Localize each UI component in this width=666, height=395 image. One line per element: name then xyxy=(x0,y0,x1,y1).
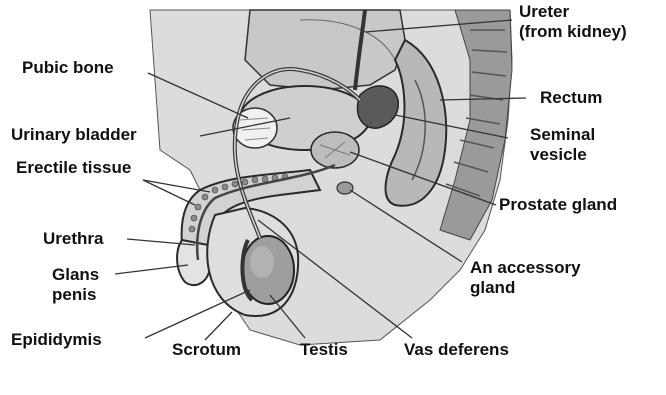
leader-glans xyxy=(115,265,188,274)
vas-deferens-label: Vas deferens xyxy=(404,340,509,360)
rectum-label: Rectum xyxy=(540,88,602,108)
leader-epididymis xyxy=(145,290,250,338)
prostate-gland-label: Prostate gland xyxy=(499,195,617,215)
leader-scrotum xyxy=(205,312,232,340)
seminal-vesicle-label: Seminal vesicle xyxy=(530,125,595,165)
urinary-bladder-label: Urinary bladder xyxy=(11,125,137,145)
glans-penis-label: Glans penis xyxy=(52,265,99,305)
ureter-label: Ureter (from kidney) xyxy=(519,2,627,42)
erectile-tissue-label: Erectile tissue xyxy=(16,158,131,178)
urethra-label: Urethra xyxy=(43,229,103,249)
accessory-gland-shape xyxy=(337,182,353,194)
scrotum-label: Scrotum xyxy=(172,340,241,360)
accessory-gland-label: An accessory gland xyxy=(470,258,581,298)
testis-label: Testis xyxy=(300,340,348,360)
glans-penis-shape xyxy=(177,240,210,285)
epididymis-label: Epididymis xyxy=(11,330,102,350)
leader-erectile-1 xyxy=(143,180,195,205)
pubic-bone-label: Pubic bone xyxy=(22,58,114,78)
